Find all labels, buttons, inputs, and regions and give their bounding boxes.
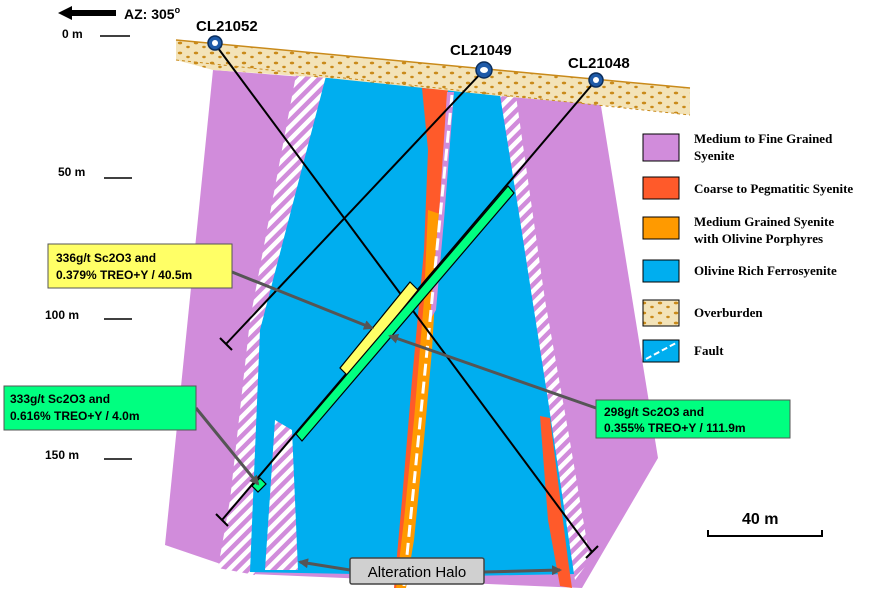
callout-line: 0.616% TREO+Y / 4.0m <box>10 409 140 423</box>
drill-trace-cl21049 <box>225 69 485 345</box>
legend-label: Fault <box>694 343 724 358</box>
overburden-swatch <box>642 299 680 327</box>
depth-scale: 0 m 50 m 100 m 150 m <box>45 27 132 462</box>
drill-trace-end <box>585 545 599 559</box>
overburden-layer <box>175 39 691 116</box>
collars: CL21052 CL21049 CL21048 <box>196 18 630 88</box>
overburden-base <box>175 59 691 116</box>
callout-line: 0.379% TREO+Y / 40.5m <box>56 268 192 282</box>
legend: Medium to Fine Grained Syenite Coarse to… <box>642 131 853 363</box>
azimuth-arrow-icon <box>58 6 116 20</box>
right-alteration-halo <box>500 95 590 580</box>
callout-boxes: 336g/t Sc2O3 and 0.379% TREO+Y / 40.5m 3… <box>3 243 791 585</box>
legend-label: Olivine Rich Ferrosyenite <box>694 263 837 278</box>
halo-arrow-right-icon <box>483 565 562 576</box>
legend-label: Medium Grained Syenite <box>694 214 834 229</box>
hole-label-cl21052: CL21052 <box>196 18 258 35</box>
callout-box-cl21049 <box>47 243 233 289</box>
inner-alteration-halo <box>265 420 298 570</box>
collar-icon-center <box>480 67 488 73</box>
left-alteration-halo <box>218 75 328 575</box>
azimuth-label: AZ: 305o <box>124 5 181 22</box>
legend-label: Medium to Fine Grained <box>694 131 833 146</box>
depth-label-100: 100 m <box>45 308 79 322</box>
coarse-pegmatitic-syenite-swatch <box>642 176 680 200</box>
overburden-fill <box>176 40 690 115</box>
olivine-ferrosyenite-swatch <box>642 259 680 283</box>
medium-fine-syenite-swatch <box>642 133 680 162</box>
callout-box-cl21048-short <box>3 385 197 431</box>
hole-label-cl21048: CL21048 <box>568 55 630 72</box>
scale-bar-label: 40 m <box>742 511 778 528</box>
depth-label-50: 50 m <box>58 165 85 179</box>
porphyre-band <box>396 210 440 588</box>
callout-leaders <box>194 270 597 576</box>
legend-label: Syenite <box>694 148 735 163</box>
hole-label-cl21049: CL21049 <box>450 42 512 59</box>
callout-box-cl21052 <box>595 399 791 439</box>
leader-arrow-icon <box>194 407 260 486</box>
collar-icon-center <box>593 77 599 83</box>
depth-label-150: 150 m <box>45 448 79 462</box>
leader-arrow-icon <box>231 270 374 330</box>
depth-label-0: 0 m <box>62 27 83 41</box>
legend-label: Coarse to Pegmatitic Syenite <box>694 181 853 196</box>
halo-arrow-left-icon <box>298 558 351 572</box>
ground-surface <box>175 39 691 89</box>
intercepts <box>251 185 515 493</box>
scale-bar: 40 m <box>707 511 823 537</box>
geology-body <box>165 70 658 588</box>
legend-label: with Olivine Porphyres <box>694 231 823 246</box>
fault-line <box>402 94 454 587</box>
callout-line: 333g/t Sc2O3 and <box>10 392 110 406</box>
collar-icon-center <box>212 40 218 46</box>
fault-swatch-line <box>645 342 677 360</box>
olivine-porphyre-syenite-swatch <box>642 216 680 240</box>
legend-label: Overburden <box>694 305 763 320</box>
callout-line: 0.355% TREO+Y / 111.9m <box>604 421 746 435</box>
callout-line: 298g/t Sc2O3 and <box>604 405 704 419</box>
scale-bar-line <box>707 530 823 537</box>
drill-trace-end <box>219 337 233 351</box>
leader-arrow-icon <box>388 333 597 410</box>
intercept-cl21048-long <box>295 185 515 442</box>
drill-trace-end <box>215 513 229 527</box>
alteration-halo-label-box <box>349 557 485 585</box>
alteration-halo-label: Alteration Halo <box>368 564 466 581</box>
callout-line: 336g/t Sc2O3 and <box>56 251 156 265</box>
azimuth-indicator: AZ: 305o <box>58 5 181 22</box>
